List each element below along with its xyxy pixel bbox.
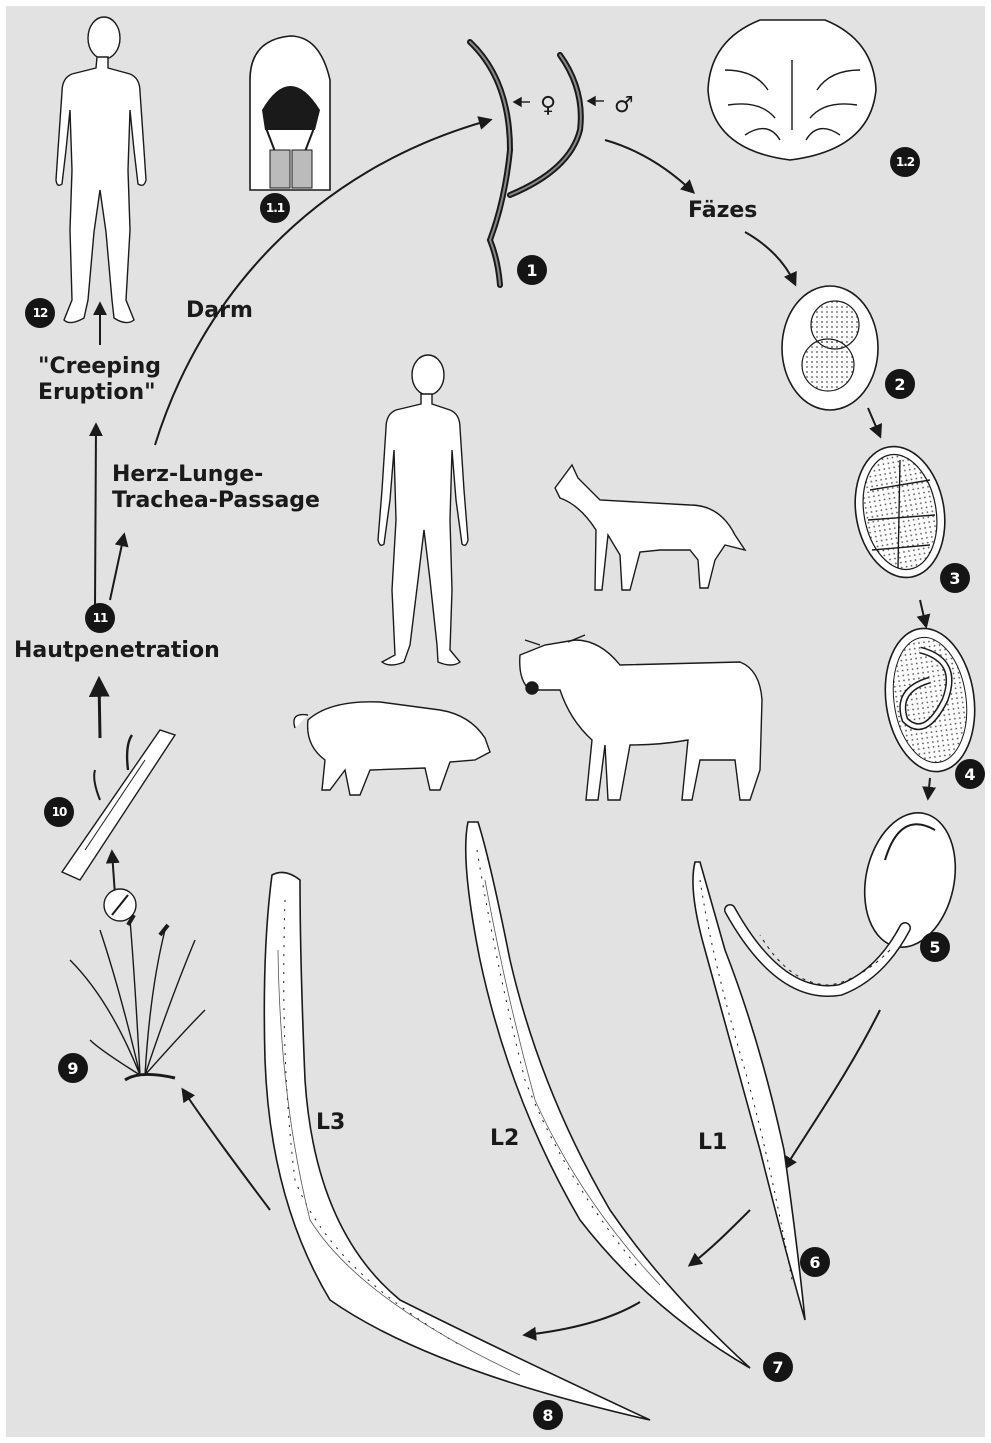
- male-symbol: ♂: [614, 93, 634, 118]
- stage-2-marker: 2: [885, 369, 915, 399]
- label-herz-lunge-trachea: Herz-Lunge- Trachea-Passage: [112, 462, 320, 514]
- stage-9-marker: 9: [58, 1053, 88, 1083]
- label-darm: Darm: [186, 298, 253, 324]
- label-l2: L2: [490, 1126, 519, 1152]
- stage-1-1-marker: 1.1: [260, 193, 290, 223]
- stage-10-marker: 10: [44, 797, 74, 827]
- zoom-circle: [104, 889, 136, 921]
- female-symbol: ♀: [540, 93, 556, 118]
- label-l3: L3: [316, 1110, 345, 1136]
- stage-3-marker: 3: [940, 563, 970, 593]
- label-hautpenetration: Hautpenetration: [14, 638, 220, 664]
- label-faeces: Fäzes: [688, 198, 757, 224]
- arrow-11-to-creeping: [95, 425, 96, 608]
- stage-11-marker: 11: [85, 603, 115, 633]
- stage-5-marker: 5: [920, 932, 950, 962]
- stage-6-marker: 6: [800, 1247, 830, 1277]
- stage-8-marker: 8: [533, 1400, 563, 1430]
- arrow-10-to-hautpenetration: [99, 680, 100, 738]
- stage-7-marker: 7: [763, 1352, 793, 1382]
- stage-4-marker: 4: [955, 759, 985, 789]
- stage-1-marker: 1: [517, 255, 547, 285]
- egg-two-cell: [782, 286, 878, 410]
- buccal-capsule-detail: [250, 36, 330, 190]
- cross-section-detail: [708, 20, 876, 160]
- label-creeping-eruption: "Creeping Eruption": [38, 354, 161, 406]
- label-l1: L1: [698, 1130, 727, 1156]
- stage-1-2-marker: 1.2: [890, 147, 920, 177]
- stage-12-marker: 12: [25, 298, 55, 328]
